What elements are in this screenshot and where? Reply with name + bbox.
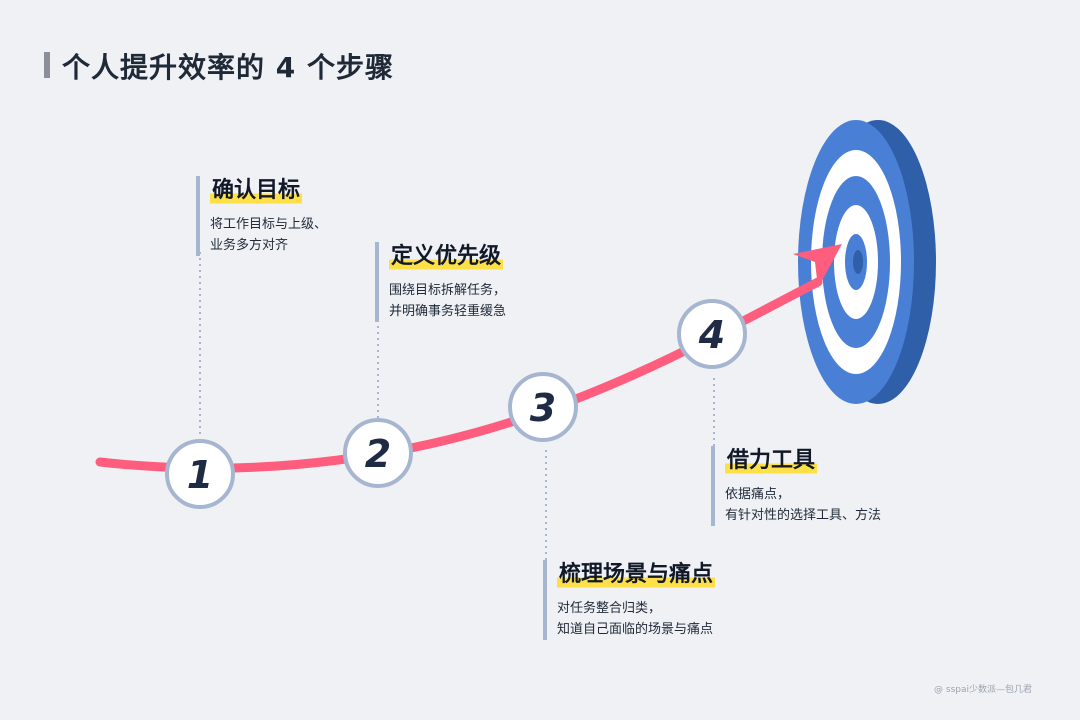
step-number-3: 3 <box>530 386 556 430</box>
step-title-1: 确认目标 <box>210 176 303 206</box>
step-number-4: 4 <box>698 313 725 357</box>
step-title-4: 借力工具 <box>725 446 818 476</box>
step-desc-3-line-2: 知道自己面临的场景与痛点 <box>557 622 714 637</box>
target-icon <box>798 120 936 404</box>
watermark: @ sspai少数派—包几君 <box>934 685 1032 695</box>
step-number-1: 1 <box>187 453 213 497</box>
step-circle-4: 4 <box>677 299 747 369</box>
step-block-4: 借力工具 依据痛点， 有针对性的选择工具、方法 <box>711 446 881 526</box>
step-desc-4: 依据痛点， 有针对性的选择工具、方法 <box>725 484 881 526</box>
step-circle-2: 2 <box>343 418 413 488</box>
step-block-2: 定义优先级 围绕目标拆解任务， 并明确事务轻重缓急 <box>375 242 506 322</box>
step-desc-1: 将工作目标与上级、 业务多方对齐 <box>210 214 327 256</box>
step-desc-1-line-1: 将工作目标与上级、 <box>210 217 328 232</box>
title-accent-bar <box>44 52 50 78</box>
step-title-2: 定义优先级 <box>389 242 504 272</box>
arrow-icon <box>793 244 842 288</box>
step-circle-3: 3 <box>508 372 578 442</box>
step-title-3: 梳理场景与痛点 <box>557 560 716 590</box>
step-block-3: 梳理场景与痛点 对任务整合归类， 知道自己面临的场景与痛点 <box>543 560 716 640</box>
step-desc-3-line-1: 对任务整合归类， <box>557 601 662 616</box>
step-desc-2-line-1: 围绕目标拆解任务， <box>389 283 507 298</box>
step-number-2: 2 <box>365 432 391 476</box>
step-desc-2: 围绕目标拆解任务， 并明确事务轻重缓急 <box>389 280 506 322</box>
step-circle-1: 1 <box>165 439 235 509</box>
step-desc-1-line-2: 业务多方对齐 <box>210 238 289 253</box>
step-block-1: 确认目标 将工作目标与上级、 业务多方对齐 <box>196 176 327 256</box>
page-title: 个人提升效率的 4 个步骤 <box>62 51 394 84</box>
step-desc-3: 对任务整合归类， 知道自己面临的场景与痛点 <box>557 598 715 640</box>
step-desc-2-line-2: 并明确事务轻重缓急 <box>389 304 507 319</box>
step-desc-4-line-1: 依据痛点， <box>725 487 791 502</box>
step-desc-4-line-2: 有针对性的选择工具、方法 <box>725 508 882 523</box>
